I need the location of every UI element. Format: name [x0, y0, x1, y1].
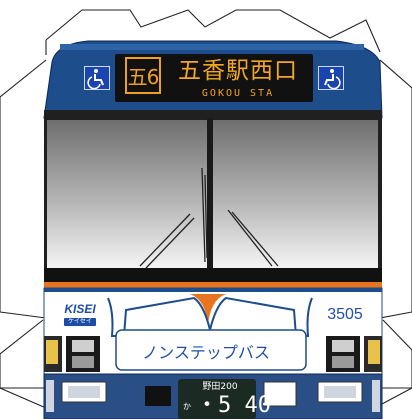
- operator-logo: KISEI ケイセイ: [58, 301, 102, 329]
- wiper: [139, 167, 279, 269]
- dash-band: [44, 268, 382, 282]
- headlight-icon: [72, 340, 94, 352]
- bumper-vent: [145, 386, 171, 406]
- license-plate-kana: か: [183, 402, 191, 411]
- v-accent: [190, 294, 226, 326]
- body-blue-line: [44, 288, 382, 292]
- non-step-bus-label: ノンステップバス: [142, 343, 270, 362]
- license-plate-region: 野田200: [202, 382, 238, 392]
- windshield-pillar: [207, 118, 213, 270]
- fleet-number: 3505: [327, 306, 363, 323]
- body-lower-panel: [115, 329, 307, 371]
- operator-logo-subtext: ケイセイ: [64, 318, 96, 326]
- windshield-right: [213, 120, 378, 268]
- orange-stripe: [44, 282, 382, 288]
- windshield-left: [47, 120, 207, 268]
- wheelchair-icon: [318, 66, 344, 90]
- route-number: 五6: [125, 57, 161, 94]
- operator-logo-text: KISEI: [64, 302, 96, 316]
- roof-edge: [60, 44, 364, 50]
- license-plate-number: ・5 40: [196, 393, 271, 418]
- fold-outline: [0, 9, 412, 409]
- bumper-end-left: [46, 380, 54, 412]
- headlight-left: [44, 336, 100, 372]
- license-plate: [178, 379, 256, 419]
- bumper-end-right: [372, 380, 380, 412]
- destination-romaji: GOKOU STA: [201, 88, 275, 99]
- headlight-right: [326, 336, 382, 372]
- bumper-light-right: [263, 381, 297, 407]
- destination-name: 五香駅西口: [178, 58, 298, 84]
- destination-sign: [115, 54, 313, 102]
- turn-signal-icon: [368, 340, 380, 364]
- wheelchair-icon: [84, 66, 110, 90]
